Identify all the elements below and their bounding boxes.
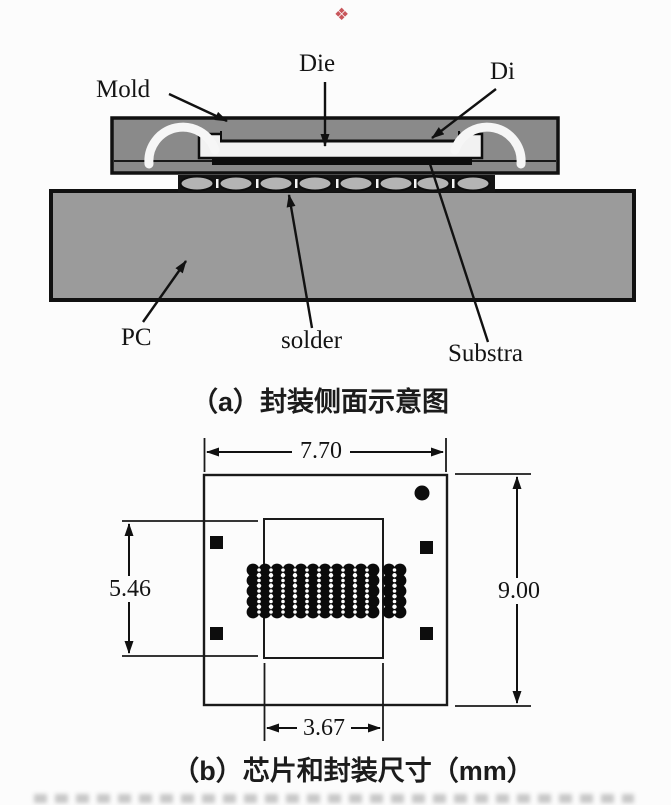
die-recess [221, 131, 459, 141]
pc-arrow [142, 260, 187, 323]
dim-5-46-label: 5.46 [102, 576, 158, 602]
dim-7-70-label: 7.70 [292, 438, 350, 464]
mold-arrow [168, 92, 228, 123]
panel-a-leaders [142, 82, 497, 343]
pcb-board [49, 189, 636, 302]
solder-balls [179, 175, 491, 192]
panel-a-drawing [49, 82, 636, 343]
panel-a-caption: （a）封装侧面示意图 [190, 387, 450, 417]
die-label: Die [299, 50, 336, 77]
panel-b-drawing [122, 438, 531, 741]
mold-label: Mold [96, 76, 151, 103]
pc-label: PC [121, 324, 152, 351]
solder-arrow [286, 194, 314, 329]
bga-ball-cluster [246, 563, 407, 619]
substrate-leader-line [428, 163, 490, 343]
di-label: Di [490, 58, 515, 85]
dim-3-67-label: 3.67 [297, 715, 351, 741]
package-outline [202, 473, 449, 707]
diamond-decoration-icon: ❖ [334, 5, 350, 25]
pin1-dot [414, 485, 430, 501]
cropped-text-strip [34, 794, 634, 803]
dim-9-00-label: 9.00 [491, 578, 547, 604]
wire-bond-right [450, 122, 526, 169]
wire-bond-left [144, 122, 220, 169]
panel-b-caption: （b）芯片和封装尺寸（mm） [172, 756, 534, 786]
di-arrow [431, 88, 497, 139]
solder-label: solder [281, 327, 343, 354]
die-attach-bar [212, 157, 472, 165]
substrate-label: Substra [448, 340, 523, 367]
extension-lines [122, 438, 531, 741]
fiducial-marks [210, 536, 433, 640]
